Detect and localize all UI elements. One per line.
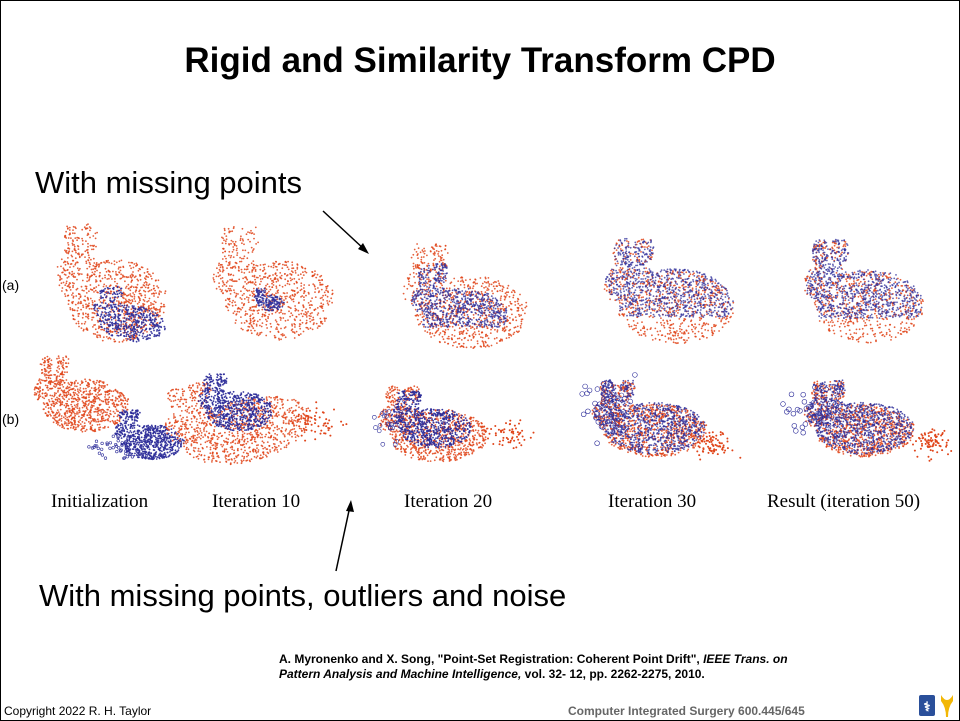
- citation: A. Myronenko and X. Song, "Point-Set Reg…: [279, 652, 819, 682]
- row-b-result-outliers: [780, 381, 844, 436]
- caption-missing-outliers-noise: With missing points, outliers and noise: [39, 578, 567, 613]
- column-label-initialization: Initialization: [51, 491, 149, 512]
- row-a-iteration-30-source: [605, 237, 734, 318]
- row-a-iteration-20-source: [411, 262, 508, 329]
- row-b-iteration-30-noise: [688, 431, 742, 461]
- citation-authors: A. Myronenko and X. Song, "Point-Set Reg…: [279, 652, 700, 666]
- row-a-initialization-source: [93, 285, 166, 343]
- row-b-result-source: [804, 379, 914, 455]
- row-label-b: (b): [2, 411, 20, 427]
- caption-missing-points: With missing points: [35, 165, 303, 200]
- row-b-iteration-30-source: [592, 379, 706, 455]
- column-label-result: Result (iteration 50): [767, 491, 921, 512]
- column-label-iteration-30: Iteration 30: [608, 491, 697, 512]
- row-a-iteration-10-target: [212, 226, 334, 341]
- citation-details: vol. 32- 12, pp. 2262-2275, 2010.: [524, 667, 705, 681]
- row-b-initialization-target: [33, 355, 130, 433]
- copyright-footer: Copyright 2022 R. H. Taylor: [4, 704, 152, 718]
- row-b-iteration-10-noise: [290, 401, 348, 442]
- column-label-iteration-10: Iteration 10: [212, 491, 301, 512]
- row-b-iteration-30-outliers: [579, 372, 638, 446]
- row-b-result-noise: [906, 428, 953, 462]
- bunny-registration-figure: [33, 223, 953, 466]
- row-b-iteration-20-outliers: [371, 398, 414, 447]
- row-b-initialization-source: [114, 409, 185, 461]
- row-a-iteration-10-source: [253, 287, 285, 312]
- institution-logo-icon: ⚕: [919, 695, 953, 717]
- course-footer: Computer Integrated Surgery 600.445/645: [568, 704, 805, 718]
- row-b-iteration-20-source: [390, 390, 472, 449]
- citation-journal: IEEE Trans. on Pattern Analysis and Mach…: [279, 652, 788, 681]
- row-a-result-source: [805, 238, 923, 320]
- slide-title: Rigid and Similarity Transform CPD: [184, 41, 776, 80]
- column-label-iteration-20: Iteration 20: [404, 491, 493, 512]
- row-label-a: (a): [2, 277, 20, 293]
- row-b-iteration-20-noise: [483, 419, 535, 450]
- row-b-initialization-outliers: [87, 434, 165, 460]
- row-b-iteration-10-source: [197, 373, 273, 432]
